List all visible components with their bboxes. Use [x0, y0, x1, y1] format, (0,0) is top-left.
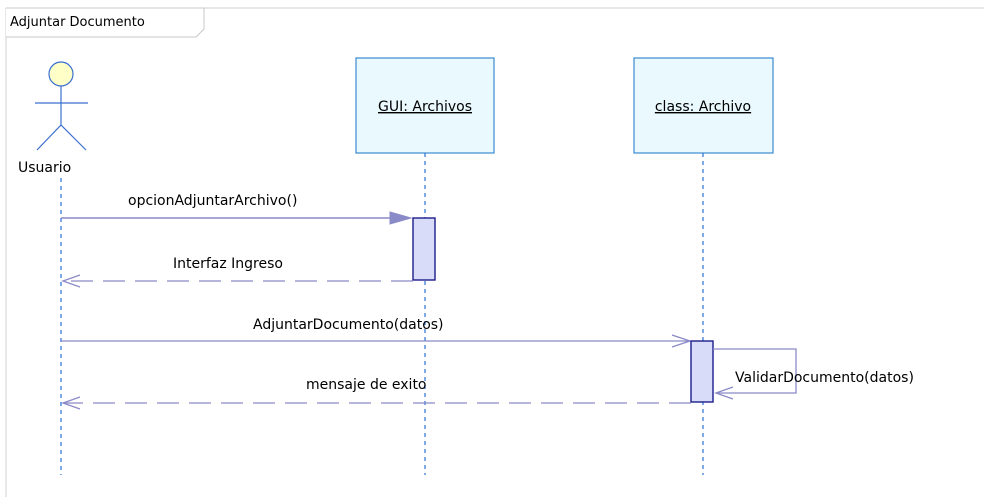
lifeline-box: [355, 57, 495, 154]
message-interfaz-ingreso[interactable]: Interfaz Ingreso: [61, 256, 413, 288]
activation-archivo: [690, 340, 714, 403]
message-mensaje-exito[interactable]: mensaje de exito: [61, 377, 691, 410]
arrowhead-open: [61, 396, 81, 410]
actor-head: [48, 61, 74, 87]
lifeline-label: GUI: Archivos: [378, 99, 472, 115]
arrowhead-open: [61, 274, 81, 288]
message-adjuntar-documento[interactable]: AdjuntarDocumento(datos): [61, 317, 693, 348]
message-opcion-adjuntar[interactable]: opcionAdjuntarArchivo(): [61, 193, 413, 225]
arrowhead-open: [714, 386, 734, 400]
diagram-frame: Adjuntar Documento: [5, 7, 984, 497]
message-label: AdjuntarDocumento(datos): [253, 317, 444, 333]
message-label: Interfaz Ingreso: [173, 256, 283, 272]
lifeline-box: [633, 57, 774, 154]
arrowhead-filled: [389, 211, 413, 225]
lifeline-label: class: Archivo: [655, 99, 751, 115]
actor-usuario[interactable]: Usuario: [18, 61, 88, 176]
activation-gui: [412, 217, 436, 281]
message-validar-documento[interactable]: ValidarDocumento(datos): [713, 348, 914, 400]
actor-label: Usuario: [18, 160, 71, 176]
frame-title: Adjuntar Documento: [10, 15, 145, 30]
lifeline-gui-archivos[interactable]: GUI: Archivos: [355, 57, 495, 154]
message-label: ValidarDocumento(datos): [735, 370, 914, 386]
message-label: mensaje de exito: [306, 377, 427, 393]
lifeline-class-archivo[interactable]: class: Archivo: [633, 57, 774, 154]
message-label: opcionAdjuntarArchivo(): [128, 193, 297, 209]
arrowhead-open: [671, 334, 693, 348]
frame-title-tab: [6, 7, 205, 38]
